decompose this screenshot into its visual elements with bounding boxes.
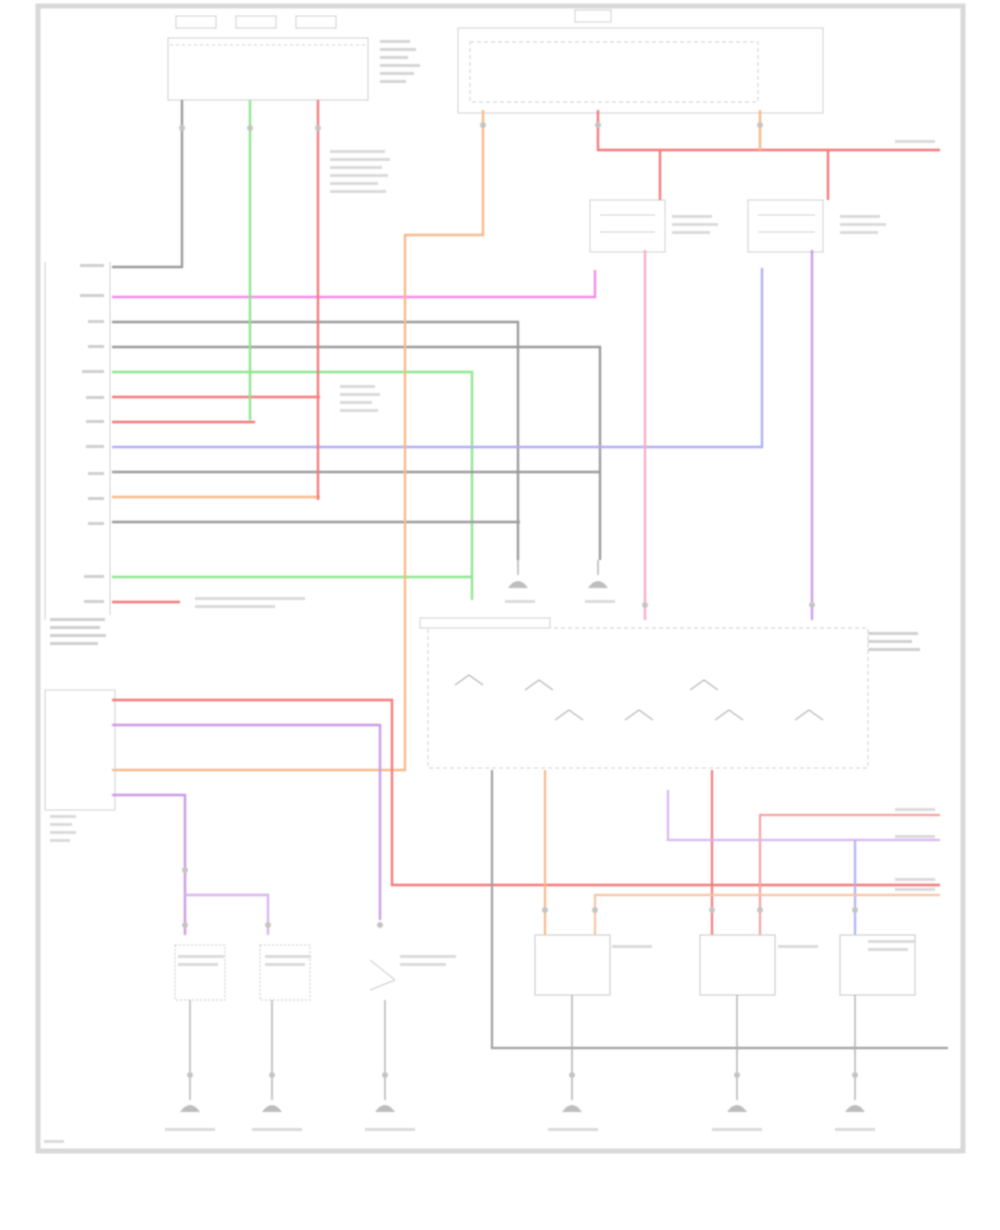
wire-gray-2: [112, 345, 602, 560]
wire-purple-switch-2: [112, 793, 187, 935]
diagram-frame: [35, 3, 966, 1154]
fuse-wires: [112, 100, 940, 772]
ground-icon: [727, 1105, 747, 1112]
ground-icon: [845, 1105, 865, 1112]
switch-wires: [112, 698, 940, 935]
wire-red-right: [758, 813, 940, 935]
lamp-components: [174, 934, 916, 1001]
faint-labels: [44, 140, 935, 1143]
wire-purple-branch: [185, 893, 270, 935]
bus-wires: [490, 770, 948, 1050]
wire-gray-ground: [490, 770, 948, 1050]
fuse-block-left-notes: [380, 40, 420, 83]
wire-orange-vertical: [112, 110, 485, 772]
wire-gray-top: [112, 100, 184, 269]
ground-icon: [588, 581, 608, 588]
relay-output-wires: [643, 250, 814, 620]
ground-icon: [262, 1105, 282, 1112]
ground-icon: [508, 581, 528, 588]
wire-gray-1: [112, 320, 520, 560]
headlamp-relay-rh: [747, 199, 824, 253]
wire-pink: [112, 270, 597, 299]
wire-green-1: [112, 370, 474, 600]
relay-block-top: [457, 9, 824, 114]
ground-icon: [375, 1105, 395, 1112]
combination-switch: [44, 689, 116, 811]
wire-red-top: [596, 110, 940, 152]
lower-relay-label: [868, 632, 920, 651]
ground-icon: [180, 1105, 200, 1112]
connector-pins: [179, 122, 858, 1078]
connector-wires: [112, 100, 764, 604]
wire-purple-switch: [112, 723, 382, 920]
fuse-block-left: [167, 15, 369, 101]
wire-orange-right: [593, 893, 940, 935]
control-unit-connector: [44, 262, 111, 620]
control-unit-pin-labels: [50, 264, 106, 645]
wire-red-switch: [112, 698, 940, 887]
ground-drops: [189, 560, 856, 1100]
lower-relay-box: [419, 617, 869, 769]
relay-contacts: [454, 674, 824, 721]
headlamp-relay-lh: [589, 199, 666, 253]
wire-blue-1: [112, 268, 764, 449]
ground-icon: [562, 1105, 582, 1112]
ground-symbols: [180, 581, 865, 1112]
wire-purple-right: [666, 790, 940, 842]
